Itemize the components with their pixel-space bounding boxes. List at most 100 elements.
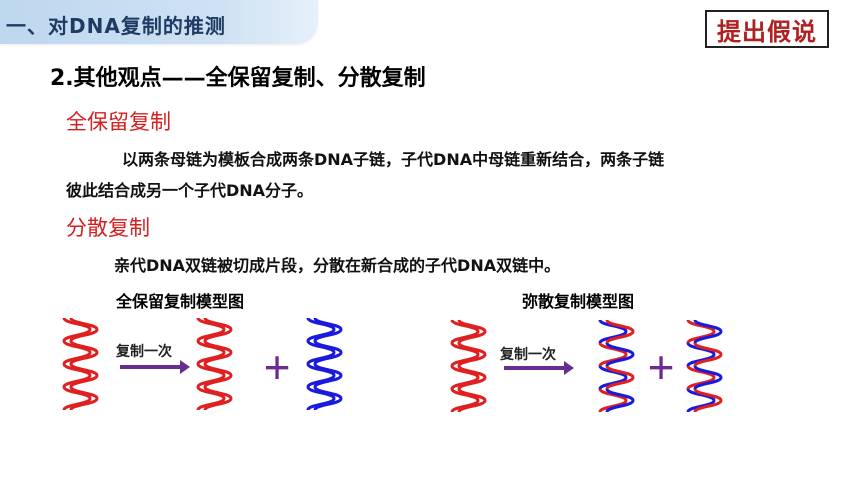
dna-strand-segment [686, 376, 716, 390]
dna-strand-segment [203, 317, 233, 331]
dna-strand-segment [693, 319, 723, 333]
dna-strand-segment [457, 388, 487, 402]
dna-strand-segment [313, 328, 343, 342]
dna-strand-segment [62, 386, 92, 400]
conservative-new-daughter-helix [306, 317, 343, 411]
conservative-model-caption: 全保留复制模型图 [116, 292, 245, 311]
dna-strand-segment [203, 397, 233, 411]
dna-strand-segment [457, 330, 487, 344]
dna-strand-segment [693, 342, 723, 356]
dna-strand-segment [605, 376, 635, 390]
dna-strand-segment [457, 399, 487, 413]
dna-strand-segment [598, 319, 628, 333]
dna-strand-segment [598, 388, 628, 402]
conservative-desc-line1: 以两条母链为模板合成两条DNA子链，子代DNA中母链重新结合，两条子链 [122, 150, 665, 169]
dispersive-daughter-helix-2 [686, 319, 723, 413]
dna-strand-segment [313, 340, 343, 354]
dna-strand-segment [686, 365, 716, 379]
dna-strand-segment [62, 374, 92, 388]
dna-strand-segment [457, 353, 487, 367]
dna-strand-segment [693, 376, 723, 390]
dna-strand-segment [313, 397, 343, 411]
dna-strand-segment [693, 388, 723, 402]
dna-strand-segment [69, 340, 99, 354]
dispersive-title: 分散复制 [66, 216, 150, 240]
dna-strand-segment [306, 374, 336, 388]
conservative-replication-arrow [120, 360, 190, 374]
dna-strand-segment [196, 340, 226, 354]
dna-strand-segment [605, 330, 635, 344]
section-banner: 一、对DNA复制的推测 [0, 0, 318, 44]
dna-strand-segment [69, 386, 99, 400]
dna-strand-segment [62, 317, 92, 331]
dna-strand-segment [598, 365, 628, 379]
dna-strand-segment [450, 353, 480, 367]
dna-strand-segment [196, 363, 226, 377]
dna-strand-segment [313, 386, 343, 400]
dna-strand-segment [605, 365, 635, 379]
dna-strand-segment [306, 386, 336, 400]
dna-strand-segment [693, 353, 723, 367]
dna-strand-segment [306, 363, 336, 377]
dna-strand-segment [196, 351, 226, 365]
conservative-arrow-label: 复制一次 [116, 344, 172, 360]
dna-strand-segment [693, 365, 723, 379]
dna-strand-segment [69, 317, 99, 331]
dna-strand-segment [605, 399, 635, 413]
dna-strand-segment [313, 351, 343, 365]
dna-strand-segment [196, 328, 226, 342]
dna-strand-segment [686, 330, 716, 344]
dna-strand-segment [605, 342, 635, 356]
dna-strand-segment [457, 342, 487, 356]
dispersive-parent-dna-helix [450, 319, 487, 413]
dna-strand-segment [203, 328, 233, 342]
dna-strand-segment [69, 374, 99, 388]
dna-strand-segment [457, 376, 487, 390]
dna-strand-segment [306, 317, 336, 331]
dna-strand-segment [457, 319, 487, 333]
conservative-title: 全保留复制 [66, 110, 171, 134]
dispersive-desc: 亲代DNA双链被切成片段，分散在新合成的子代DNA双链中。 [114, 256, 561, 275]
dna-strand-segment [69, 363, 99, 377]
main-heading: 2.其他观点——全保留复制、分散复制 [50, 66, 426, 91]
dna-strand-segment [313, 374, 343, 388]
conservative-plus-sign: + [264, 341, 291, 393]
dna-strand-segment [450, 330, 480, 344]
dna-strand-segment [450, 342, 480, 356]
dna-strand-segment [686, 399, 716, 413]
dna-strand-segment [313, 363, 343, 377]
dna-strand-segment [450, 376, 480, 390]
dna-strand-segment [686, 388, 716, 402]
dispersive-replication-arrow [504, 361, 574, 375]
dna-strand-segment [306, 397, 336, 411]
dna-strand-segment [69, 397, 99, 411]
dna-strand-segment [598, 342, 628, 356]
dna-strand-segment [450, 388, 480, 402]
dna-strand-segment [686, 319, 716, 333]
dna-strand-segment [306, 328, 336, 342]
dna-strand-segment [62, 328, 92, 342]
dna-strand-segment [62, 397, 92, 411]
dna-strand-segment [605, 353, 635, 367]
dna-strand-segment [69, 328, 99, 342]
dna-strand-segment [693, 330, 723, 344]
dispersive-model-caption: 弥散复制模型图 [522, 292, 635, 311]
dispersive-arrow-label: 复制一次 [500, 347, 556, 363]
dna-strand-segment [203, 386, 233, 400]
dna-strand-segment [203, 363, 233, 377]
dna-strand-segment [62, 351, 92, 365]
dna-strand-segment [598, 376, 628, 390]
dna-strand-segment [598, 399, 628, 413]
dna-strand-segment [686, 342, 716, 356]
dna-strand-segment [605, 388, 635, 402]
dna-strand-segment [605, 319, 635, 333]
dna-strand-segment [196, 317, 226, 331]
dna-strand-segment [196, 386, 226, 400]
dna-strand-segment [203, 351, 233, 365]
hypothesis-tag: 提出假说 [705, 10, 829, 48]
conservative-parent-daughter-helix [196, 317, 233, 411]
dna-strand-segment [196, 397, 226, 411]
dna-strand-segment [69, 351, 99, 365]
dna-strand-segment [203, 374, 233, 388]
